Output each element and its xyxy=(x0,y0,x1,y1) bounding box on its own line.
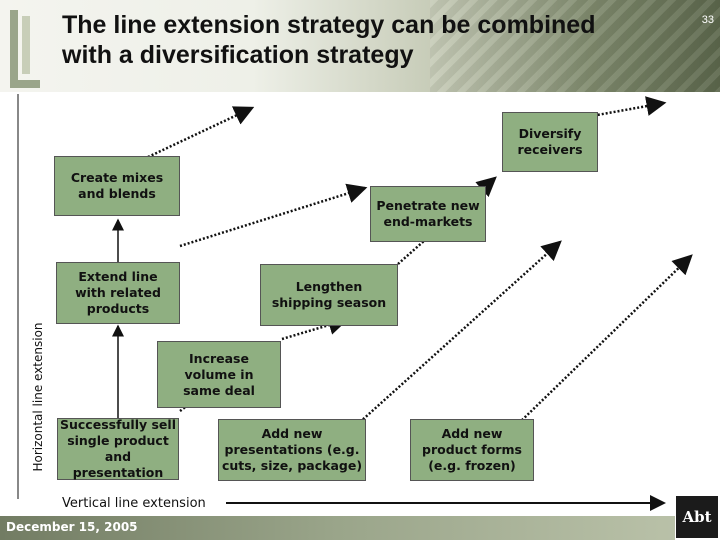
abt-logo: Abt xyxy=(676,496,718,538)
footer-bar xyxy=(0,516,675,540)
slide-title: The line extension strategy can be combi… xyxy=(62,11,596,69)
box-add-presentations: Add new presentations (e.g. cuts, size, … xyxy=(218,419,366,481)
footer-date: December 15, 2005 xyxy=(6,520,138,534)
header-background-photo xyxy=(430,0,720,92)
box-extend-line: Extend line with related products xyxy=(56,262,180,324)
box-lengthen-season: Lengthen shipping season xyxy=(260,264,398,326)
box-penetrate-end-markets: Penetrate new end-markets xyxy=(370,186,486,242)
arrow-extend-diagonal xyxy=(179,183,368,248)
arrow-forms-diagonal xyxy=(518,254,693,424)
arrow-mixes-diagonal xyxy=(147,106,255,159)
horizontal-axis-label: Vertical line extension xyxy=(62,496,206,511)
box-add-product-forms: Add new product forms (e.g. frozen) xyxy=(410,419,534,481)
vertical-axis-line xyxy=(17,94,19,499)
arrow-increase-diagonal xyxy=(281,315,349,341)
brand-l-icon xyxy=(10,10,40,88)
box-diversify-receivers: Diversify receivers xyxy=(502,112,598,172)
slide-header xyxy=(0,0,720,92)
page-number: 33 xyxy=(701,14,714,26)
box-sell-single-product: Successfully sell single product and pre… xyxy=(57,417,179,480)
arrow-presentations-diagonal xyxy=(359,240,562,423)
box-increase-volume: Increase volume in same deal xyxy=(157,341,281,408)
box-create-mixes: Create mixes and blends xyxy=(54,156,180,216)
arrow-diversify-diagonal xyxy=(585,96,667,119)
